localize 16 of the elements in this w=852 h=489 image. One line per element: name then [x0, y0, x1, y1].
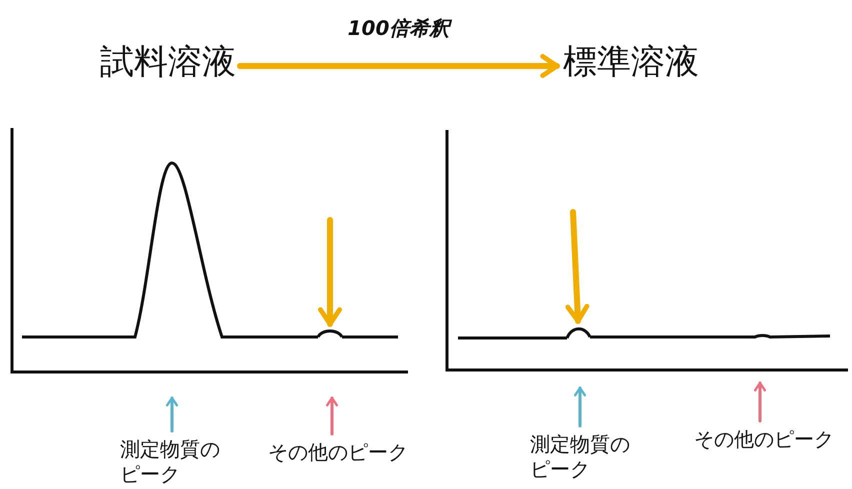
arrow — [166, 396, 178, 432]
peak-curve — [566, 327, 592, 339]
arrow — [754, 382, 766, 422]
arrow — [237, 54, 560, 78]
peak-curve — [316, 330, 344, 338]
arrow — [565, 209, 590, 324]
peak-label: 測定物質のピーク — [530, 432, 630, 482]
peak-label: 測定物質のピーク — [120, 437, 220, 487]
peak-label: その他のピーク — [268, 440, 408, 464]
peak-label: その他のピーク — [694, 427, 834, 451]
heading: 標準溶液 — [563, 42, 699, 83]
arrow — [318, 217, 342, 327]
heading: 試料溶液 — [100, 42, 236, 83]
edge-label: 100倍希釈 — [348, 16, 450, 40]
arrow — [574, 386, 586, 428]
arrow — [326, 396, 338, 436]
